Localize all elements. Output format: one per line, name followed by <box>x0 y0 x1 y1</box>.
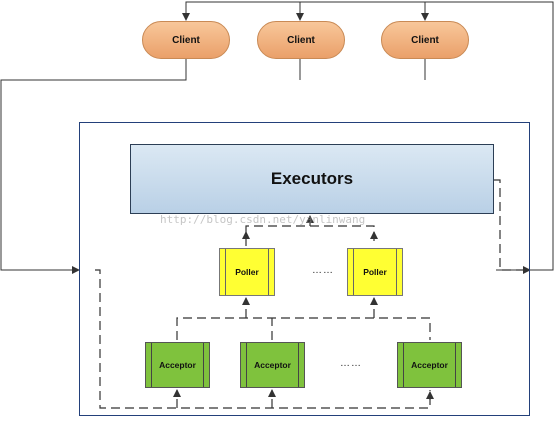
executors-exit-dash <box>494 179 531 274</box>
acceptor-node-2: Acceptor <box>240 342 305 388</box>
executors-box: Executors <box>130 144 494 214</box>
client-label: Client <box>287 34 315 46</box>
client-label: Client <box>411 34 439 46</box>
poller-label: Poller <box>235 267 259 277</box>
poller-node-2: Poller <box>347 248 403 296</box>
server-boundary <box>79 122 530 416</box>
acceptor-poller-dash <box>176 317 431 340</box>
acceptor-label: Acceptor <box>254 360 291 370</box>
input-bus-dash <box>95 269 431 409</box>
poller-label: Poller <box>363 267 387 277</box>
executors-label: Executors <box>270 169 354 188</box>
acceptor-label: Acceptor <box>159 360 196 370</box>
acceptor-label: Acceptor <box>411 360 448 370</box>
acceptor-node-1: Acceptor <box>145 342 210 388</box>
client-output-line <box>0 59 187 274</box>
client-node-3: Client <box>381 21 469 59</box>
client-node-1: Client <box>142 21 230 59</box>
poller-node-1: Poller <box>219 248 275 296</box>
acceptor-ellipsis: …… <box>340 358 362 369</box>
watermark-text: http://blog.csdn.net/yanlinwang <box>160 213 366 226</box>
poller-ellipsis: …… <box>312 265 334 276</box>
client-node-2: Client <box>257 21 345 59</box>
acceptor-node-3: Acceptor <box>397 342 462 388</box>
return-line-top <box>182 1 554 271</box>
client-label: Client <box>172 34 200 46</box>
